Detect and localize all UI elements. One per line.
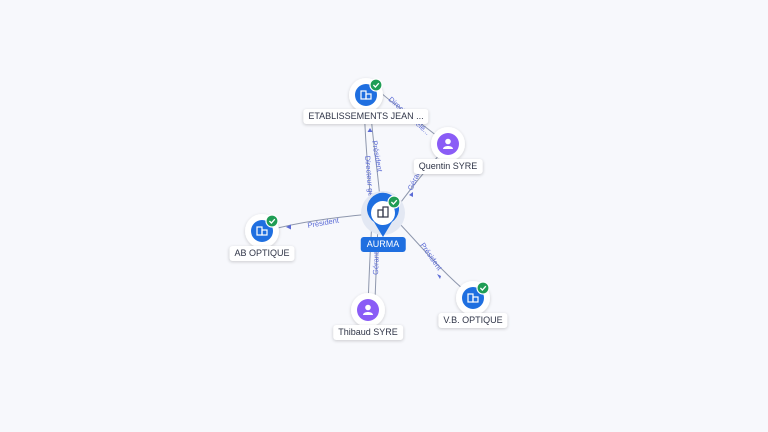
edge-label-gerant-thibaud: Gérant xyxy=(371,251,381,275)
check-badge-icon xyxy=(265,214,279,228)
person-icon xyxy=(443,138,453,149)
node-label-etablissements[interactable]: ETABLISSEMENTS JEAN ... xyxy=(303,109,429,124)
arrow-vb xyxy=(437,274,441,279)
building-icon xyxy=(256,226,268,236)
person-icon xyxy=(363,304,373,315)
node-quentin-syre[interactable] xyxy=(431,127,465,161)
edge-label-president-ab: Président xyxy=(307,215,341,230)
node-etablissements[interactable] xyxy=(349,78,383,112)
node-aurma[interactable] xyxy=(361,191,405,237)
check-badge-icon xyxy=(476,281,490,295)
edge-center-ab xyxy=(269,213,371,231)
arrow-etab xyxy=(367,128,373,132)
node-label-aurma[interactable]: AURMA xyxy=(360,237,406,252)
check-badge-icon xyxy=(387,195,401,209)
arrow-quentin xyxy=(409,192,413,197)
node-label-quentin-syre[interactable]: Quentin SYRE xyxy=(413,159,483,174)
node-label-vb-optique[interactable]: V.B. OPTIQUE xyxy=(438,313,508,328)
building-icon xyxy=(377,206,389,218)
node-ab-optique[interactable] xyxy=(245,214,279,248)
node-vb-optique[interactable] xyxy=(456,281,490,315)
building-icon xyxy=(360,90,372,100)
building-icon xyxy=(467,293,479,303)
edge-arrows xyxy=(286,128,441,279)
node-label-ab-optique[interactable]: AB OPTIQUE xyxy=(229,246,295,261)
edge-label-president-vb: Président xyxy=(418,241,444,273)
edge-label-directeur-etab: Directeur gé... xyxy=(363,155,376,203)
arrow-ab xyxy=(286,224,291,230)
node-label-thibaud-syre[interactable]: Thibaud SYRE xyxy=(333,325,403,340)
node-thibaud-syre[interactable] xyxy=(351,293,385,327)
check-badge-icon xyxy=(369,78,383,92)
